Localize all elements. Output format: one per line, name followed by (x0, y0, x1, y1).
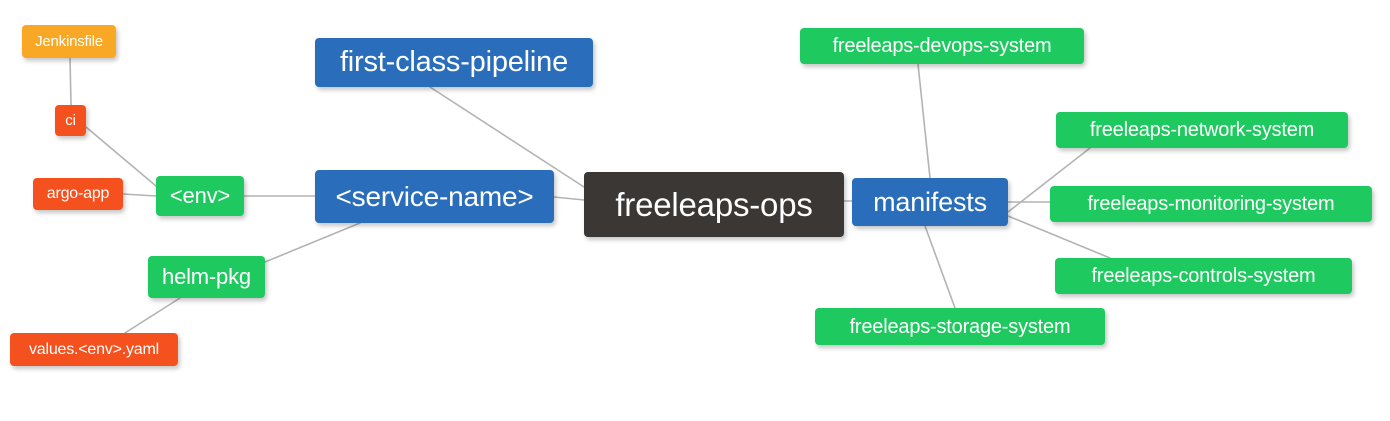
node-label-argo-app: argo-app (46, 185, 110, 202)
node-label-values-env-yaml: values.<env>.yaml (28, 340, 159, 358)
edge-manifests-to-freeleaps-devops-system (917, 63, 931, 179)
node-label-freeleaps-ops: freeleaps-ops (615, 186, 813, 223)
node-label-freeleaps-devops-system: freeleaps-devops-system (832, 35, 1052, 57)
edge-manifests-to-freeleaps-storage-system (924, 225, 956, 309)
node-label-freeleaps-network-system: freeleaps-network-system (1089, 119, 1315, 141)
node-argo-app[interactable]: argo-app (33, 178, 123, 210)
node-label-freeleaps-monitoring-system: freeleaps-monitoring-system (1087, 193, 1335, 215)
node-freeleaps-network-system[interactable]: freeleaps-network-system (1056, 112, 1348, 148)
edge-manifests-to-freeleaps-controls-system (1007, 215, 1111, 259)
node-label-service-name: <service-name> (335, 180, 534, 212)
node-label-env: <env> (169, 183, 231, 208)
node-freeleaps-monitoring-system[interactable]: freeleaps-monitoring-system (1050, 186, 1372, 222)
node-values-env-yaml[interactable]: values.<env>.yaml (10, 333, 178, 366)
node-label-freeleaps-storage-system: freeleaps-storage-system (849, 315, 1071, 338)
node-manifests[interactable]: manifests (852, 178, 1008, 226)
node-env[interactable]: <env> (156, 176, 244, 216)
node-freeleaps-controls-system[interactable]: freeleaps-controls-system (1055, 258, 1352, 294)
node-helm-pkg[interactable]: helm-pkg (148, 256, 265, 298)
edge-service-name-to-freeleaps-ops (553, 196, 585, 201)
node-label-ci: ci (65, 112, 76, 129)
edge-argo-app-to-env (122, 193, 157, 197)
node-freeleaps-devops-system[interactable]: freeleaps-devops-system (800, 28, 1084, 64)
node-label-first-class-pipeline: first-class-pipeline (339, 46, 569, 78)
node-service-name[interactable]: <service-name> (315, 170, 554, 223)
node-freeleaps-ops[interactable]: freeleaps-ops (584, 172, 844, 237)
node-label-helm-pkg: helm-pkg (162, 264, 251, 289)
node-jenkinsfile[interactable]: Jenkinsfile (22, 25, 116, 58)
node-label-freeleaps-controls-system: freeleaps-controls-system (1091, 265, 1316, 287)
node-freeleaps-storage-system[interactable]: freeleaps-storage-system (815, 308, 1105, 345)
node-label-jenkinsfile: Jenkinsfile (35, 33, 103, 50)
node-label-manifests: manifests (873, 186, 987, 217)
edge-jenkinsfile-to-ci (69, 57, 72, 106)
edge-helm-pkg-to-values-env-yaml (124, 297, 181, 334)
node-ci[interactable]: ci (55, 105, 86, 136)
edge-service-name-to-helm-pkg (264, 222, 361, 263)
node-first-class-pipeline[interactable]: first-class-pipeline (315, 38, 593, 87)
